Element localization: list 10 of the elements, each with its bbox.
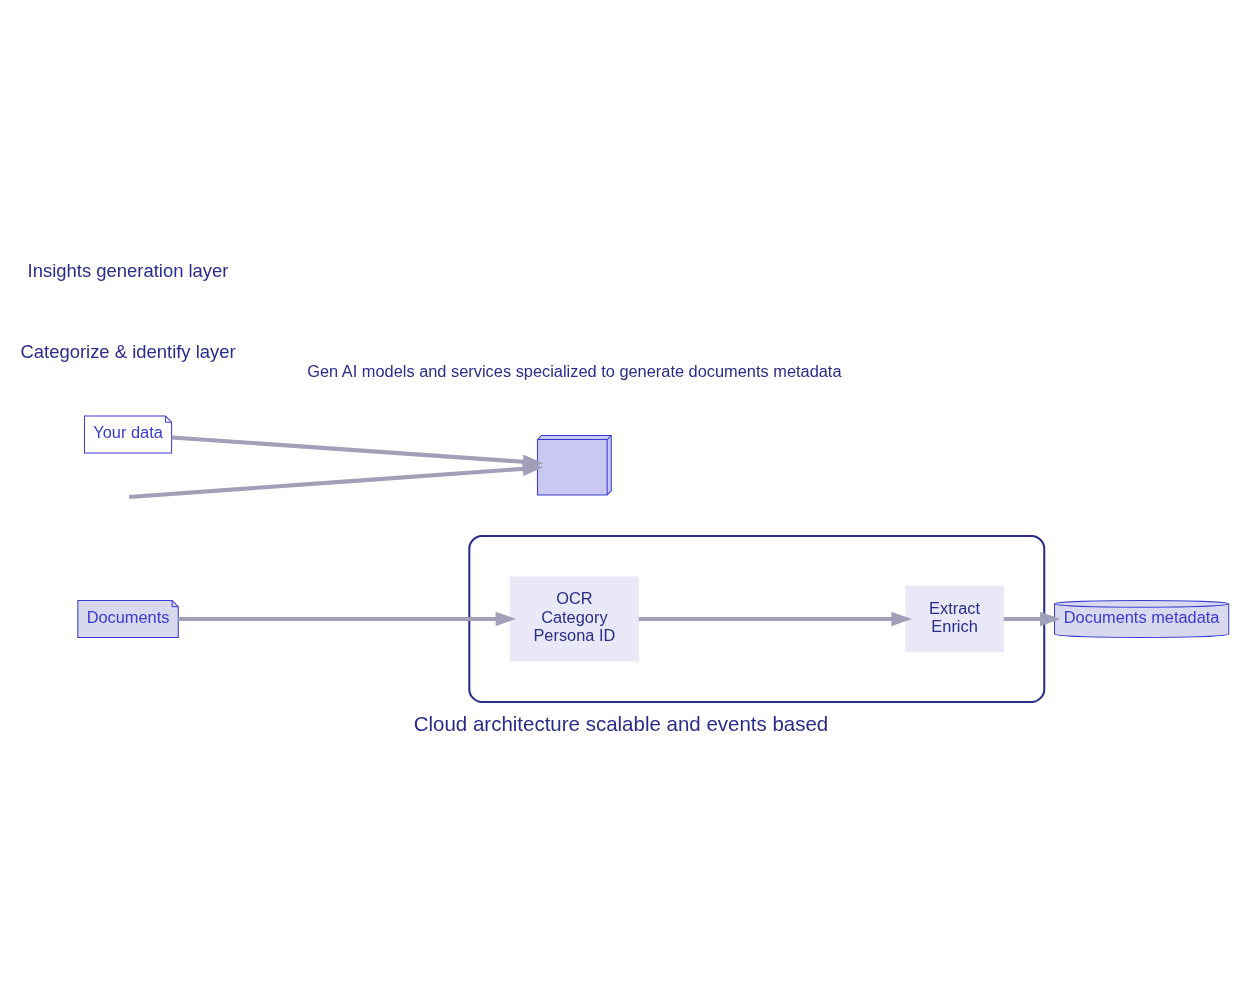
cluster (468, 534, 1046, 703)
arrow (178, 611, 517, 626)
node-box: Extract Enrich (905, 585, 1004, 652)
caption: Cloud architecture scalable and events based (413, 711, 829, 735)
node-label: Gen AI models and services specialized to generate documents metadata (307, 361, 842, 380)
arrow (1003, 611, 1061, 626)
label: Insights generation layer (27, 259, 229, 281)
label: Categorize & identify layer (20, 340, 236, 362)
arrow (638, 611, 912, 626)
node-box: OCR Category Persona ID (509, 575, 639, 661)
